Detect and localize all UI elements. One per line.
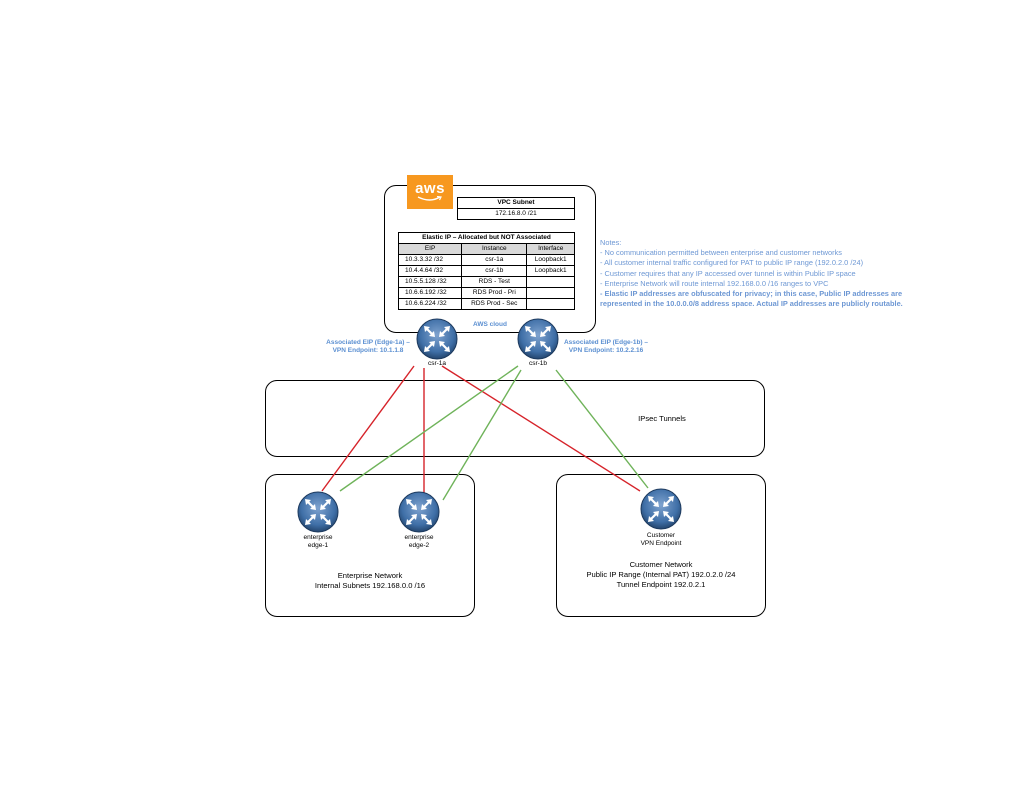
customer-network-title: Customer Network (629, 560, 693, 569)
instance-cell: csr-1b (461, 265, 528, 277)
customer-network-label: Customer Network Public IP Range (Intern… (565, 560, 757, 590)
eip-cell: 10.4.4.64 /32 (397, 265, 463, 277)
enterprise-network-title: Enterprise Network (337, 571, 403, 580)
table-row: 10.6.6.224 /32 RDS Prod - Sec (397, 298, 575, 310)
csr-1b-eip-line1: Associated EIP (Edge-1b) – (563, 339, 649, 346)
table-row: 10.6.6.192 /32 RDS Prod - Pri (397, 287, 575, 299)
table-row: 10.3.3.32 /32 csr-1a Loopback1 (397, 254, 575, 266)
csr-1a-eip-label: Associated EIP (Edge-1a) – VPN Endpoint:… (318, 339, 418, 355)
customer-vpn-endpoint-label: Customer VPN Endpoint (631, 532, 691, 548)
table-row: 10.5.5.128 /32 RDS - Test (397, 276, 575, 288)
vpc-subnet-table: VPC Subnet 172.16.8.0 /21 (457, 197, 575, 220)
interface-cell: Loopback1 (526, 265, 575, 277)
tunnel-line-red-csr1a-edge1 (321, 365, 415, 492)
aws-cloud-label: AWS cloud (473, 321, 507, 328)
enterprise-edge-1-line1: enterprise (303, 534, 333, 541)
eip-cell: 10.6.6.224 /32 (397, 298, 463, 310)
note-item-bold: represented in the 10.0.0.0/8 address sp… (600, 299, 903, 309)
notes-block: Notes: - No communication permitted betw… (600, 238, 903, 309)
aws-logo-text: aws (415, 180, 445, 197)
enterprise-network-box (265, 474, 475, 617)
note-item: - All customer internal traffic configur… (600, 258, 864, 268)
eip-cell: 10.6.6.192 /32 (397, 287, 463, 299)
router-csr-1b-icon (517, 318, 559, 360)
router-csr-1b-label: csr-1b (528, 360, 548, 367)
router-csr-1a-label: csr-1a (427, 360, 447, 367)
eip-cell: 10.5.5.128 /32 (397, 276, 463, 288)
enterprise-edge-2-line2: edge-2 (408, 542, 430, 549)
note-item: - Customer requires that any IP accessed… (600, 268, 856, 278)
customer-network-box (556, 474, 766, 617)
eip-column-header: EIP (397, 243, 463, 255)
aws-cloud-container (384, 185, 596, 333)
instance-cell: RDS Prod - Sec (461, 298, 528, 310)
note-item: - Enterprise Network will route internal… (600, 278, 829, 288)
customer-network-range: Public IP Range (Internal PAT) 192.0.2.0… (586, 570, 736, 579)
eip-table-title: Elastic IP – Allocated but NOT Associate… (398, 232, 575, 244)
eip-cell: 10.3.3.32 /32 (397, 254, 463, 266)
enterprise-edge-1-label: enterprise edge-1 (293, 534, 343, 550)
table-row: 10.4.4.64 /32 csr-1b Loopback1 (397, 265, 575, 277)
csr-1b-eip-line2: VPN Endpoint: 10.2.2.16 (568, 347, 644, 354)
csr-1a-eip-line2: VPN Endpoint: 10.1.1.8 (332, 347, 404, 354)
customer-vpn-line2: VPN Endpoint (640, 540, 682, 547)
router-customer-vpn-icon (640, 488, 682, 530)
note-item-bold: - Elastic IP addresses are obfuscated fo… (600, 289, 903, 299)
enterprise-edge-2-label: enterprise edge-2 (394, 534, 444, 550)
instance-cell: RDS - Test (461, 276, 528, 288)
notes-heading: Notes: (600, 238, 622, 247)
instance-column-header: Instance (461, 243, 528, 255)
enterprise-edge-1-line2: edge-1 (307, 542, 329, 549)
customer-vpn-line1: Customer (646, 532, 676, 539)
instance-cell: csr-1a (461, 254, 528, 266)
vpc-subnet-value: 172.16.8.0 /21 (457, 208, 575, 220)
router-csr-1a-icon (416, 318, 458, 360)
router-enterprise-edge-1-icon (297, 491, 339, 533)
tunnel-line-green-csr1b-customer (555, 369, 649, 489)
customer-network-endpoint: Tunnel Endpoint 192.0.2.1 (616, 580, 706, 589)
tunnel-line-red-csr1a-customer (441, 365, 641, 492)
tunnel-line-green-csr1b-edge2 (442, 369, 522, 501)
ipsec-tunnels-label: IPsec Tunnels (638, 414, 686, 423)
aws-smile-icon (417, 196, 442, 201)
tunnel-line-green-csr1b-edge1 (339, 365, 519, 492)
csr-1b-eip-label: Associated EIP (Edge-1b) – VPN Endpoint:… (556, 339, 656, 355)
enterprise-network-label: Enterprise Network Internal Subnets 192.… (290, 571, 450, 591)
interface-cell (526, 298, 575, 310)
router-enterprise-edge-2-icon (398, 491, 440, 533)
note-item: - No communication permitted between ent… (600, 248, 842, 258)
csr-1a-eip-line1: Associated EIP (Edge-1a) – (326, 339, 410, 346)
aws-logo: aws (407, 175, 453, 209)
eip-table: Elastic IP – Allocated but NOT Associate… (397, 232, 575, 310)
interface-cell (526, 276, 575, 288)
vpc-subnet-header: VPC Subnet (457, 197, 575, 209)
enterprise-edge-2-line1: enterprise (404, 534, 434, 541)
interface-cell: Loopback1 (526, 254, 575, 266)
interface-cell (526, 287, 575, 299)
interface-column-header: Interface (526, 243, 575, 255)
instance-cell: RDS Prod - Pri (461, 287, 528, 299)
enterprise-network-subnets: Internal Subnets 192.168.0.0 /16 (314, 581, 426, 590)
